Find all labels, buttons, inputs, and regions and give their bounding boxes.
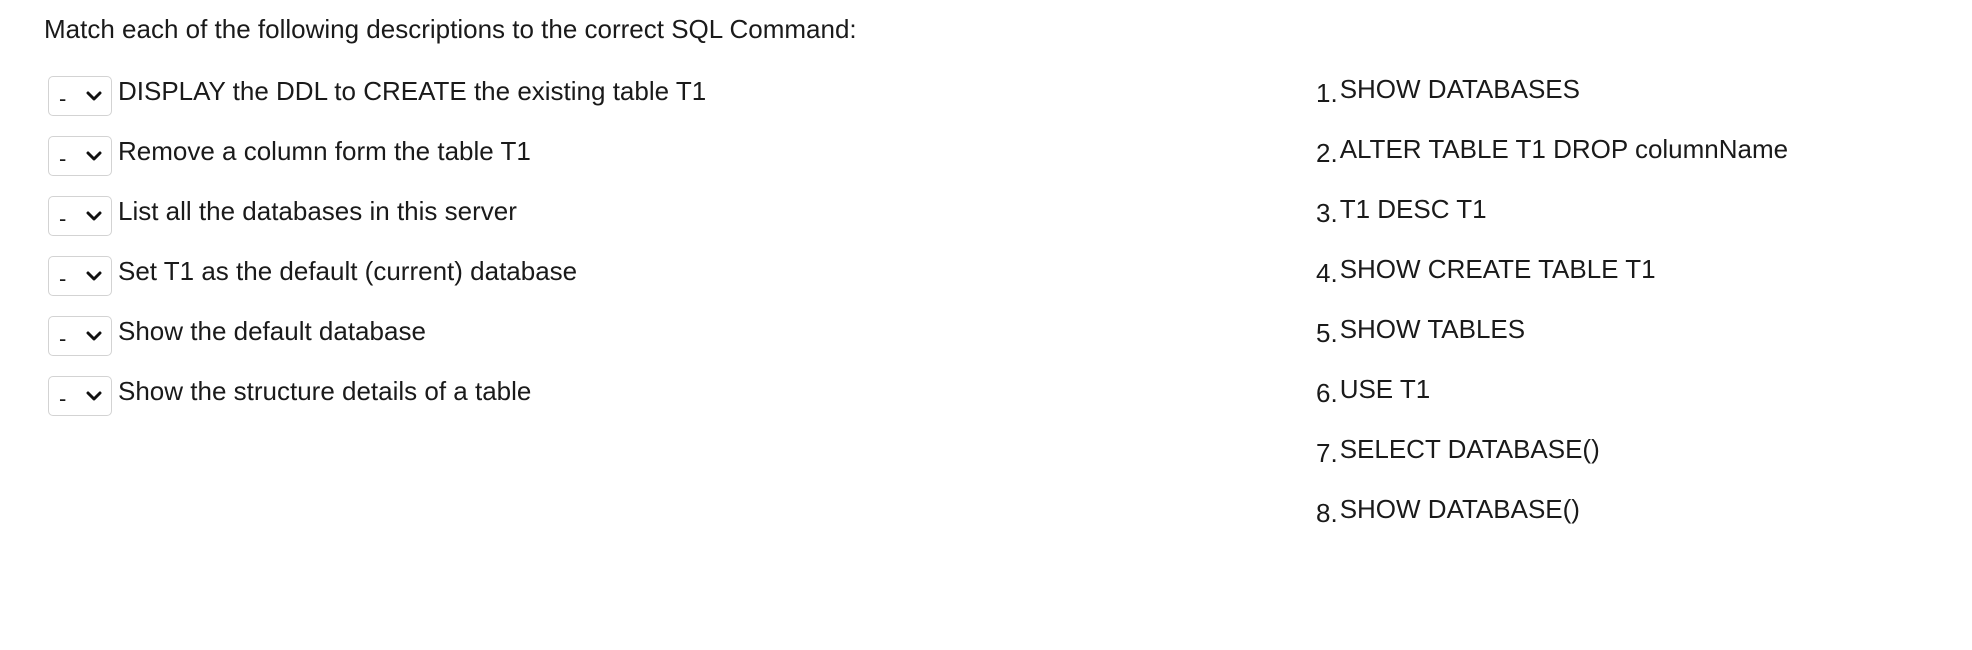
answer-text: ALTER TABLE T1 DROP columnName: [1339, 134, 1789, 164]
answer-text: SHOW CREATE TABLE T1: [1339, 254, 1656, 284]
answer-text: USE T1: [1339, 374, 1431, 404]
select-value: -: [59, 206, 67, 231]
match-select-1[interactable]: -: [48, 76, 112, 116]
match-row-4: - Set T1 as the default (current) databa…: [48, 254, 1248, 298]
answer-number: 1.: [1316, 78, 1338, 108]
match-row-1: - DISPLAY the DDL to CREATE the existing…: [48, 74, 1248, 118]
match-description: Remove a column form the table T1: [118, 136, 531, 166]
answer-option-4: 4. SHOW CREATE TABLE T1: [1316, 254, 1956, 298]
match-select-4[interactable]: -: [48, 256, 112, 296]
match-select-2[interactable]: -: [48, 136, 112, 176]
answer-number: 3.: [1316, 198, 1338, 228]
chevron-down-icon: [85, 209, 103, 223]
match-row-6: - Show the structure details of a table: [48, 374, 1248, 418]
match-description: Show the default database: [118, 316, 426, 346]
question-prompt: Match each of the following descriptions…: [44, 14, 857, 44]
answer-number: 4.: [1316, 258, 1338, 288]
select-value: -: [59, 386, 67, 411]
answer-number: 2.: [1316, 138, 1338, 168]
answer-options: 1. SHOW DATABASES 2. ALTER TABLE T1 DROP…: [1316, 74, 1956, 554]
answer-option-6: 6. USE T1: [1316, 374, 1956, 418]
answer-text: SHOW TABLES: [1339, 314, 1526, 344]
answer-text: SHOW DATABASES: [1339, 74, 1580, 104]
match-row-2: - Remove a column form the table T1: [48, 134, 1248, 178]
chevron-down-icon: [85, 149, 103, 163]
match-description: Show the structure details of a table: [118, 376, 532, 406]
match-select-6[interactable]: -: [48, 376, 112, 416]
answer-number: 5.: [1316, 318, 1338, 348]
select-value: -: [59, 86, 67, 111]
chevron-down-icon: [85, 269, 103, 283]
answer-text: SELECT DATABASE(): [1339, 434, 1600, 464]
match-select-3[interactable]: -: [48, 196, 112, 236]
match-select-5[interactable]: -: [48, 316, 112, 356]
answer-option-8: 8. SHOW DATABASE(): [1316, 494, 1956, 538]
select-value: -: [59, 266, 67, 291]
answer-option-3: 3. T1 DESC T1: [1316, 194, 1956, 238]
answer-text: T1 DESC T1: [1339, 194, 1487, 224]
chevron-down-icon: [85, 329, 103, 343]
answer-option-5: 5. SHOW TABLES: [1316, 314, 1956, 358]
answer-number: 7.: [1316, 438, 1338, 468]
select-value: -: [59, 146, 67, 171]
match-description: Set T1 as the default (current) database: [118, 256, 578, 286]
matching-descriptions: - DISPLAY the DDL to CREATE the existing…: [48, 74, 1248, 434]
chevron-down-icon: [85, 389, 103, 403]
match-description: List all the databases in this server: [118, 196, 517, 226]
answer-number: 6.: [1316, 378, 1338, 408]
select-value: -: [59, 326, 67, 351]
answer-option-1: 1. SHOW DATABASES: [1316, 74, 1956, 118]
match-row-5: - Show the default database: [48, 314, 1248, 358]
match-description: DISPLAY the DDL to CREATE the existing t…: [118, 76, 707, 106]
answer-option-2: 2. ALTER TABLE T1 DROP columnName: [1316, 134, 1956, 178]
answer-text: SHOW DATABASE(): [1339, 494, 1580, 524]
answer-number: 8.: [1316, 498, 1338, 528]
chevron-down-icon: [85, 89, 103, 103]
answer-option-7: 7. SELECT DATABASE(): [1316, 434, 1956, 478]
match-row-3: - List all the databases in this server: [48, 194, 1248, 238]
